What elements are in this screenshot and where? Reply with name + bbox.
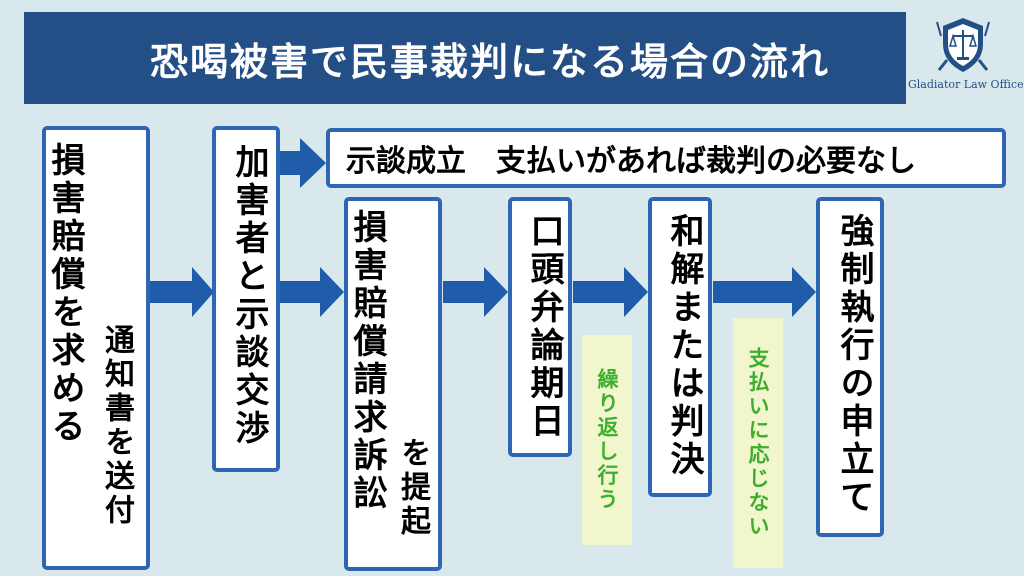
arrow-hearing-to-judgment: [573, 267, 648, 317]
step-enforcement: 強制執行の申立て: [816, 197, 884, 537]
arrow-judgment-to-enforcement: [713, 267, 816, 317]
step-lawsuit: 損害賠償請求訴訟 を提起: [344, 197, 442, 571]
step-settlement-label: 示談成立 支払いがあれば裁判の必要なし: [346, 144, 916, 179]
title-bar: 恐喝被害で民事裁判になる場合の流れ: [24, 12, 906, 104]
step-negotiation-label: 加害者と示談交渉: [229, 144, 269, 448]
arrow-negotiation-to-lawsuit: [280, 267, 344, 317]
shield-scales-icon: [936, 18, 990, 72]
step-hearing: 口頭弁論期日: [508, 197, 572, 457]
step-settlement: 示談成立 支払いがあれば裁判の必要なし: [326, 128, 1006, 188]
step-notice-main: 損害賠償を求める: [45, 142, 85, 446]
arrow-negotiation-to-settlement: [280, 138, 326, 188]
logo: Gladiator Law Office: [908, 14, 1024, 104]
step-hearing-label: 口頭弁論期日: [524, 213, 564, 441]
note-repeat: 繰り返し行う: [582, 335, 632, 545]
arrow-lawsuit-to-hearing: [443, 267, 508, 317]
step-lawsuit-sub: を提起: [395, 437, 430, 539]
step-notice: 損害賠償を求める 通知書を送付: [42, 126, 150, 570]
arrow-notice-to-negotiation: [150, 267, 214, 317]
step-judgment: 和解または判決: [648, 197, 712, 497]
note-no-payment: 支払いに応じない: [733, 318, 783, 568]
page-title: 恐喝被害で民事裁判になる場合の流れ: [149, 39, 830, 84]
logo-text: Gladiator Law Office: [908, 78, 1024, 91]
step-notice-sub: 通知書を送付: [99, 324, 134, 528]
step-judgment-label: 和解または判決: [664, 213, 704, 479]
step-enforcement-label: 強制執行の申立て: [834, 213, 874, 517]
step-negotiation: 加害者と示談交渉: [212, 126, 280, 472]
step-lawsuit-main: 損害賠償請求訴訟: [347, 209, 387, 513]
